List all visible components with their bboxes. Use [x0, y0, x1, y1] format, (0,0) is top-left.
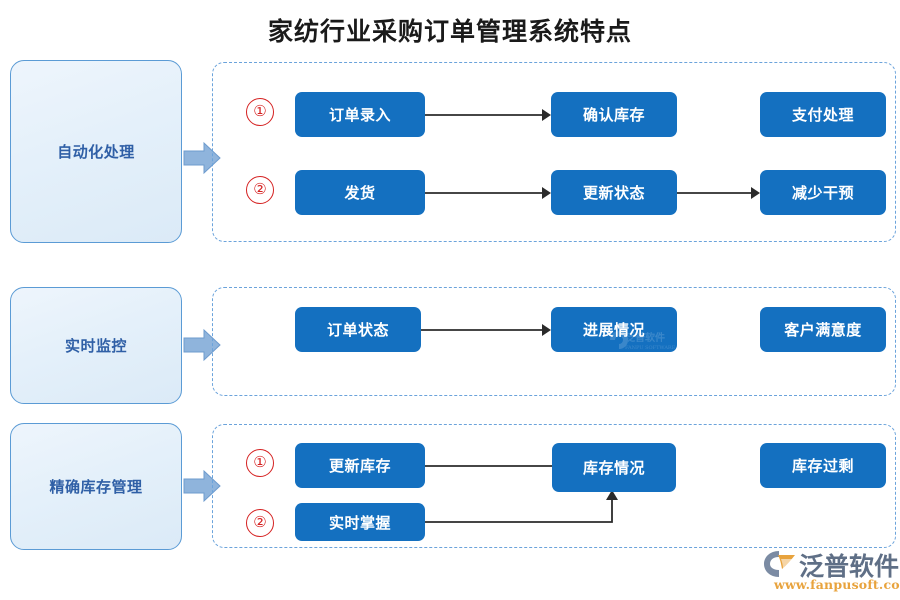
step-number-2-row1: ② [246, 176, 274, 204]
step-number-1-row3: ① [246, 449, 274, 477]
connector-arrow-order-status-to-progress [421, 324, 551, 336]
process-box-ship-goods[interactable]: 发货 [295, 170, 425, 215]
dashed-container-inventory [212, 424, 896, 548]
category-card-label: 自动化处理 [57, 143, 135, 161]
swoosh-c-icon [764, 551, 795, 577]
process-box-order-entry[interactable]: 订单录入 [295, 92, 425, 137]
process-box-order-status[interactable]: 订单状态 [295, 307, 421, 352]
process-box-label: 订单状态 [326, 321, 389, 339]
process-box-label: 库存过剩 [791, 457, 854, 475]
process-box-label: 减少干预 [791, 184, 854, 202]
process-box-confirm-stock[interactable]: 确认库存 [551, 92, 677, 137]
connector-arrow-order-entry-to-confirm-stock [425, 109, 551, 121]
page-title: 家纺行业采购订单管理系统特点 [267, 17, 632, 46]
process-box-payment-processing[interactable]: 支付处理 [760, 92, 886, 137]
process-box-inventory-status[interactable]: 库存情况 [552, 443, 676, 492]
process-box-update-status[interactable]: 更新状态 [551, 170, 677, 215]
process-box-inventory-surplus[interactable]: 库存过剩 [760, 443, 886, 488]
process-box-progress-situation[interactable]: 进展情况 [551, 307, 677, 352]
process-box-label: 支付处理 [791, 106, 854, 124]
process-box-label: 确认库存 [582, 106, 645, 124]
category-card-label: 精确库存管理 [49, 478, 143, 496]
connector-arrow-ship-to-update-status [425, 187, 551, 199]
connector-elbow-arrow-realtime-grasp-to-inventory-status [425, 490, 618, 523]
step-number-1-row1: ① [246, 98, 274, 126]
connector-arrow-update-status-to-reduce-intervention [677, 187, 760, 199]
step-number-2-row3: ② [246, 509, 274, 537]
category-card-monitoring[interactable]: 实时监控 [10, 287, 182, 404]
process-box-label: 库存情况 [582, 459, 645, 477]
process-box-update-inventory[interactable]: 更新库存 [295, 443, 425, 488]
category-card-label: 实时监控 [64, 337, 127, 355]
process-box-label: 客户满意度 [784, 321, 862, 339]
process-box-label: 实时掌握 [328, 513, 391, 532]
brand-logo[interactable]: 泛普软件 www.fanpusoft.com [762, 548, 900, 596]
connector-line-update-inventory-to-inventory-status [425, 465, 553, 467]
process-box-label: 订单录入 [328, 106, 391, 124]
process-box-reduce-intervention[interactable]: 减少干预 [760, 170, 886, 215]
process-box-label: 发货 [344, 184, 376, 202]
process-box-label: 进展情况 [582, 321, 645, 339]
category-card-inventory[interactable]: 精确库存管理 [10, 423, 182, 550]
category-card-automation[interactable]: 自动化处理 [10, 60, 182, 243]
logo-website-url: www.fanpusoft.com [774, 577, 900, 592]
dashed-container-monitoring [212, 287, 896, 396]
process-box-label: 更新状态 [582, 184, 645, 202]
process-box-label: 更新库存 [328, 457, 391, 475]
dashed-container-automation [212, 62, 896, 242]
process-box-realtime-grasp[interactable]: 实时掌握 [295, 503, 425, 541]
logo-brand-name: 泛普软件 [799, 552, 900, 581]
process-box-customer-satisfaction[interactable]: 客户满意度 [760, 307, 886, 352]
